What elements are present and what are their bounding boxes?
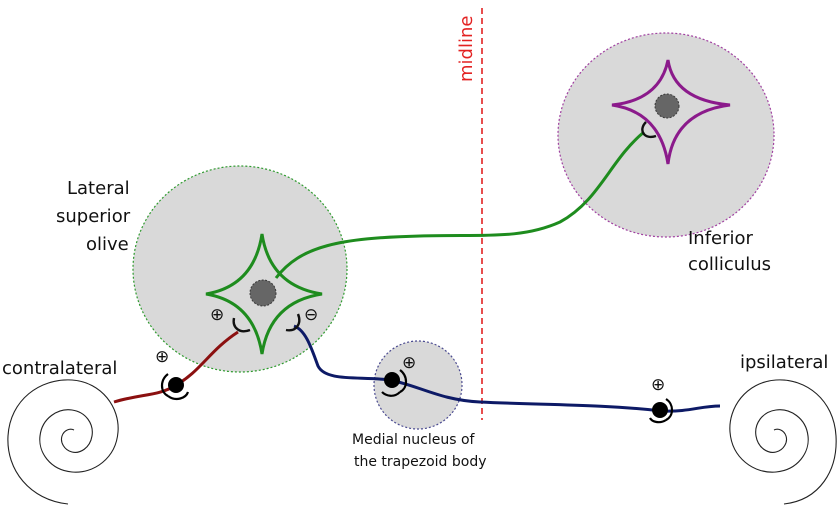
ipsilateral-cochlea [729, 379, 837, 505]
lso-neuron [205, 233, 323, 355]
ic-label-line2: colliculus [688, 254, 771, 275]
lso-inhibitory-sign: ⊖ [304, 305, 318, 325]
lso-label-line2: superior [56, 206, 131, 227]
ic-label-line1: Inferior [688, 228, 754, 249]
mntb-synapse [381, 369, 408, 397]
mntb-label-line2: the trapezoid body [354, 454, 487, 470]
lso-nucleus [132, 165, 348, 373]
ic-nucleus [557, 32, 775, 238]
midline-label: midline [456, 16, 477, 82]
contralateral-excitatory-sign: ⊕ [155, 347, 169, 367]
ic-soma [654, 93, 680, 119]
ic-synapse [641, 121, 657, 139]
ipsilateral-excitatory-sign: ⊕ [651, 375, 665, 395]
mntb-excitatory-sign: ⊕ [402, 353, 416, 373]
mntb-nucleus [373, 340, 463, 430]
ic-neuron [611, 59, 731, 165]
lso-to-ic-axon [274, 130, 645, 279]
lso-label-line1: Lateral [67, 178, 130, 199]
contralateral-label: contralateral [2, 358, 117, 379]
ipsilateral-label: ipsilateral [740, 352, 828, 373]
lso-label-line3: olive [86, 234, 129, 255]
contralateral-synapse [160, 373, 190, 401]
mntb-label-line1: Medial nucleus of [352, 432, 476, 448]
contralateral-cochlea [7, 379, 119, 505]
lso-inhibitory-synapse [285, 313, 301, 332]
lso-soma [249, 279, 277, 307]
ipsilateral-synapse [649, 398, 674, 424]
lso-excitatory-sign: ⊕ [210, 305, 224, 325]
ipsilateral-axon-to-mntb [293, 324, 721, 413]
lso-excitatory-synapse [232, 317, 251, 333]
